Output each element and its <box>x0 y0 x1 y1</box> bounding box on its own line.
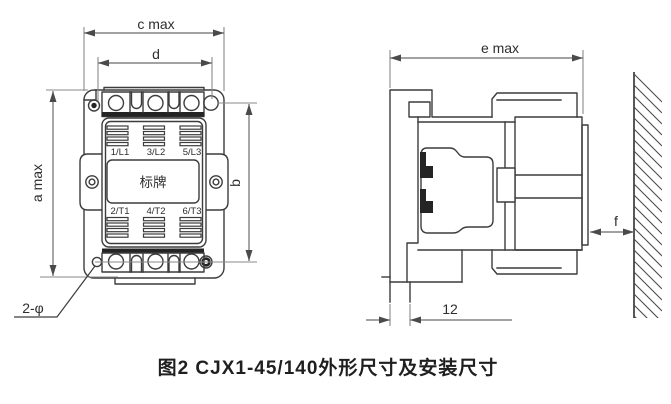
terminal-label-3L2: 3/L2 <box>147 147 166 158</box>
vent-slat <box>142 222 166 227</box>
rail-clip <box>420 189 426 213</box>
hatch-line <box>634 227 662 257</box>
front-view: 1/L1 3/L2 5/L3 2/T1 4/T2 6/T3 标牌 <box>79 86 229 285</box>
figure-caption: 图2 CJX1-45/140外形尺寸及安装尺寸 <box>158 356 499 379</box>
hatch-line <box>634 282 662 312</box>
rail-clip <box>420 152 426 178</box>
hatch-line <box>634 315 637 318</box>
terminal-clamp <box>130 91 143 110</box>
ear-screw-icon <box>209 175 223 189</box>
front-panel-inner <box>104 120 204 245</box>
vent-slat <box>106 233 129 238</box>
dim-label-12: 12 <box>442 301 458 317</box>
vent-slat <box>142 130 166 136</box>
hatch-line <box>634 95 662 125</box>
vent-slat <box>106 222 129 227</box>
vent-slat <box>142 125 166 130</box>
dim-label-2-phi: 2-φ <box>22 300 44 316</box>
terminal-screw-hole <box>183 94 200 112</box>
hatch-line <box>634 172 662 202</box>
terminal-clamp <box>130 254 143 273</box>
hatch-line <box>634 271 662 301</box>
dim-label-c-max: c max <box>137 16 174 32</box>
terminal-screw-hole <box>107 94 125 112</box>
vent-slat <box>179 216 202 222</box>
rear-face-strip <box>581 124 589 246</box>
vent-slat <box>179 233 202 238</box>
hatch-line <box>634 84 662 114</box>
magnet-frame-outline <box>420 147 494 234</box>
mounting-bracket <box>381 89 493 303</box>
left-ear <box>79 153 102 211</box>
hatch-line <box>634 260 662 290</box>
terminal-clamp <box>168 254 180 273</box>
vent-slat <box>179 222 202 227</box>
side-dimensions: e max f 12 <box>366 40 634 326</box>
terminal-screw-hole <box>147 94 164 112</box>
terminal-label-6T3: 6/T3 <box>182 206 201 217</box>
vent-slat <box>179 141 202 147</box>
ear-screw-icon <box>85 175 99 189</box>
nameplate-label: 标牌 <box>140 174 167 190</box>
hatch-line <box>634 293 659 318</box>
vent-slat <box>142 227 166 233</box>
hatch-line <box>634 238 662 268</box>
right-ear <box>206 153 229 211</box>
crossbar-link <box>496 167 516 203</box>
terminal-label-2T1: 2/T1 <box>110 206 129 217</box>
vent-slat <box>106 141 129 147</box>
vent-slat <box>106 136 129 141</box>
hatch-line <box>634 73 662 103</box>
vent-slat <box>106 125 129 130</box>
vent-slat <box>142 136 166 141</box>
vent-slat <box>179 130 202 136</box>
dim-label-b: b <box>227 179 243 187</box>
hatch-line <box>634 205 662 235</box>
top-terminal-strip <box>101 91 205 118</box>
bottom-terminal-strip <box>101 248 205 273</box>
vent-slat <box>106 227 129 233</box>
dim-label-f: f <box>614 213 618 229</box>
hatch-line <box>634 249 662 279</box>
vent-slat <box>106 216 129 222</box>
hatch-line <box>634 117 662 147</box>
side-view <box>381 89 589 303</box>
mount-hole-icon <box>203 95 219 111</box>
front-dimensions: c max d a max b 2-φ <box>14 16 257 318</box>
vent-slat <box>142 216 166 222</box>
terminal-label-4T2: 4/T2 <box>146 206 165 217</box>
hole-callout-leader <box>14 265 96 318</box>
vent-slat <box>179 227 202 233</box>
bottom-tab <box>114 277 196 285</box>
terminal-clamp <box>168 91 180 110</box>
vent-slat <box>179 136 202 141</box>
mount-screw-icon <box>87 99 101 112</box>
vent-slat <box>142 141 166 147</box>
front-panel-outline <box>101 117 207 248</box>
vent-slat <box>142 233 166 238</box>
top-lip <box>103 86 205 91</box>
nameplate <box>106 159 200 204</box>
hatch-line <box>634 128 662 158</box>
wall-hatch <box>634 73 662 318</box>
hatch-line <box>634 150 662 180</box>
hatch-line <box>634 161 662 191</box>
dim-label-e-max: e max <box>481 40 519 56</box>
contact-block <box>491 92 589 275</box>
vent-slat <box>179 125 202 130</box>
terminal-label-5L3: 5/L3 <box>183 147 202 158</box>
hatch-line <box>634 304 648 318</box>
vent-slat <box>106 130 129 136</box>
hatch-line <box>634 194 662 224</box>
mounting-wall <box>633 72 662 318</box>
hatch-line <box>634 139 662 169</box>
dim-label-a-max: a max <box>29 164 45 202</box>
hatch-line <box>634 216 662 246</box>
dim-label-d: d <box>152 46 160 62</box>
terminal-label-1L1: 1/L1 <box>111 147 130 158</box>
hatch-line <box>634 106 662 136</box>
hatch-line <box>634 183 662 213</box>
vent-slats <box>106 125 202 238</box>
